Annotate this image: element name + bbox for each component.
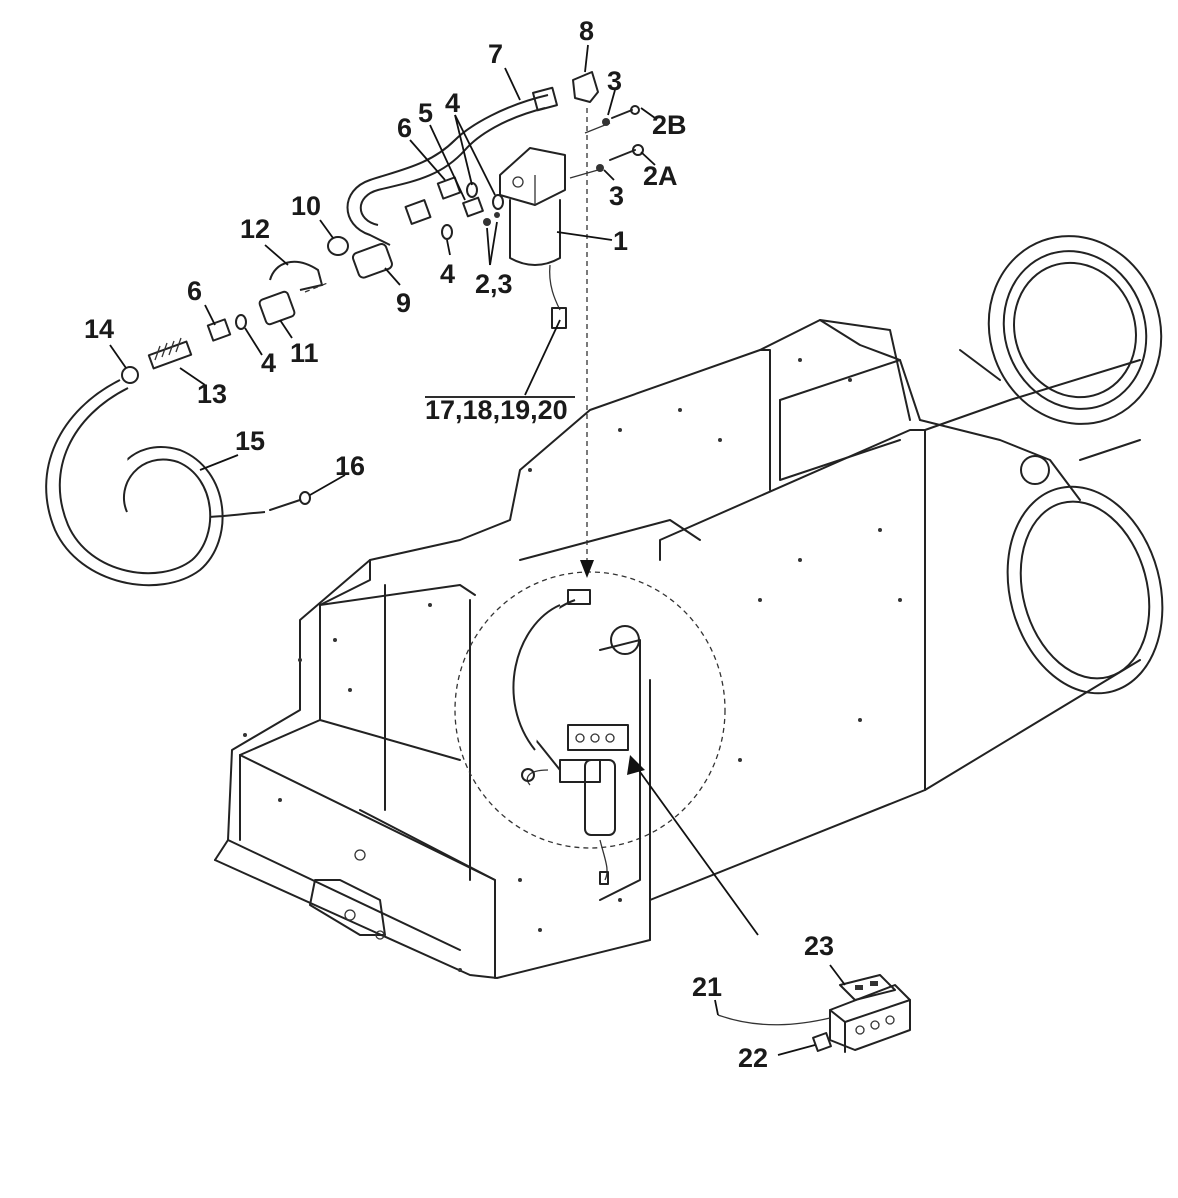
callout-6-upper: 6 [397, 113, 412, 143]
leader-lines [109, 44, 846, 1056]
callout-3-lower: 3 [609, 181, 624, 211]
elbow-fitting [572, 71, 599, 103]
callout-14: 14 [84, 314, 114, 344]
callout-3-upper: 3 [607, 66, 622, 96]
callout-4-left: 4 [261, 348, 276, 378]
callout-2-3: 2,3 [475, 269, 513, 299]
fitting-9 [351, 243, 393, 279]
callout-4-middle: 4 [440, 259, 455, 289]
callout-8: 8 [579, 16, 594, 46]
callout-21: 21 [692, 972, 722, 1002]
fitting-11 [258, 290, 296, 326]
callout-15: 15 [235, 426, 265, 456]
callout-13: 13 [197, 379, 227, 409]
bolt-16 [269, 499, 301, 511]
o-ring-part [327, 236, 349, 256]
installed-filter-assembly [512, 589, 641, 901]
bolt-2a [609, 149, 636, 161]
callout-9: 9 [396, 288, 411, 318]
callout-6-left: 6 [187, 276, 202, 306]
callout-7: 7 [488, 39, 503, 69]
callout-17-20: 17,18,19,20 [425, 395, 568, 425]
callout-11: 11 [290, 338, 319, 368]
callout-2a: 2A [643, 161, 678, 191]
callout-23: 23 [804, 931, 834, 961]
callout-5: 5 [418, 98, 433, 128]
detail-circle [454, 571, 726, 849]
callout-labels: 1 2A 2B 2,3 3 3 4 4 4 5 6 6 7 8 9 10 12 … [84, 16, 834, 1073]
callout-10: 10 [291, 191, 321, 221]
fittings-upper [436, 176, 504, 240]
callout-22: 22 [738, 1043, 768, 1073]
hose-part [346, 86, 558, 246]
callout-1: 1 [613, 226, 628, 256]
filter-part [499, 147, 567, 329]
elbow-12 [269, 260, 324, 291]
coiled-hose [45, 379, 266, 587]
terminal-kit [717, 974, 911, 1053]
callout-12: 12 [240, 214, 270, 244]
machine-frame [214, 235, 1164, 979]
fitting-13 [147, 337, 193, 370]
bolt-2b [611, 109, 633, 119]
callout-2b: 2B [652, 110, 687, 140]
callout-4-upper: 4 [445, 88, 460, 118]
callout-16: 16 [335, 451, 365, 481]
